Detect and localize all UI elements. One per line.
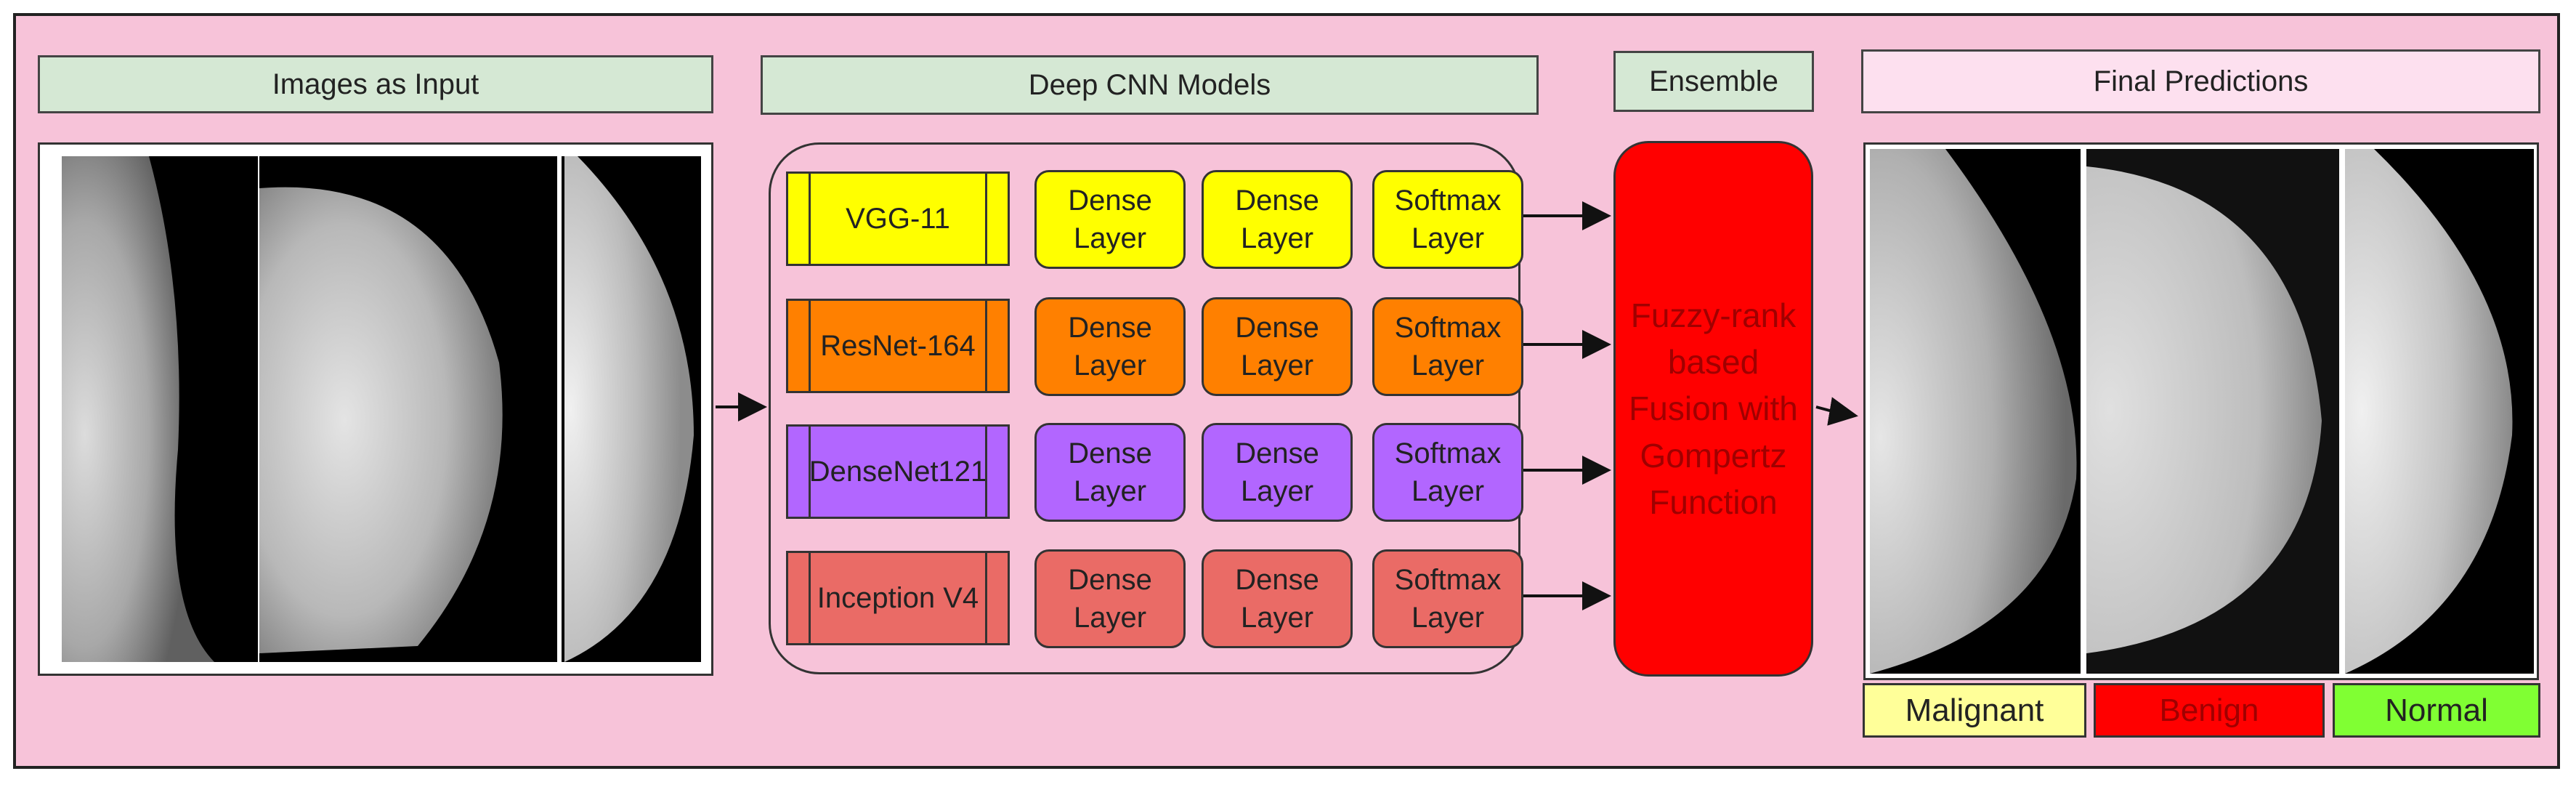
softmax-layer: Softmax Layer bbox=[1372, 549, 1523, 648]
dense-layer-1: Dense Layer bbox=[1034, 170, 1186, 269]
header-deep-cnn-models: Deep CNN Models bbox=[761, 55, 1539, 115]
softmax-layer: Softmax Layer bbox=[1372, 423, 1523, 522]
dense-layer-2: Dense Layer bbox=[1202, 170, 1353, 269]
softmax-layer: Softmax Layer bbox=[1372, 297, 1523, 396]
dense-layer-2: Dense Layer bbox=[1202, 423, 1353, 522]
model-box-densenet121: DenseNet121 bbox=[786, 424, 1010, 519]
input-images-panel bbox=[38, 142, 713, 676]
ensemble-fusion-block: Fuzzy-rank based Fusion with Gompertz Fu… bbox=[1613, 141, 1813, 677]
dense-layer-2: Dense Layer bbox=[1202, 549, 1353, 648]
dense-layer-1: Dense Layer bbox=[1034, 297, 1186, 396]
header-ensemble: Ensemble bbox=[1613, 51, 1814, 112]
dense-layer-1: Dense Layer bbox=[1034, 549, 1186, 648]
model-box-vgg11: VGG-11 bbox=[786, 171, 1010, 266]
dense-layer-2: Dense Layer bbox=[1202, 297, 1353, 396]
softmax-layer: Softmax Layer bbox=[1372, 170, 1523, 269]
prediction-images-panel bbox=[1863, 142, 2539, 680]
dense-layer-1: Dense Layer bbox=[1034, 423, 1186, 522]
model-name: ResNet-164 bbox=[820, 329, 976, 362]
model-box-inception-v4: Inception V4 bbox=[786, 551, 1010, 645]
model-name: Inception V4 bbox=[817, 581, 979, 614]
prediction-label-malignant: Malignant bbox=[1863, 683, 2086, 738]
input-mammograms-image bbox=[40, 145, 711, 674]
arrow-ensemble-to-predictions bbox=[1815, 397, 1858, 426]
prediction-mammograms-image bbox=[1870, 149, 2534, 674]
model-box-resnet164: ResNet-164 bbox=[786, 299, 1010, 393]
header-images-as-input: Images as Input bbox=[38, 55, 713, 113]
prediction-label-benign: Benign bbox=[2094, 683, 2325, 738]
model-name: VGG-11 bbox=[846, 202, 950, 235]
model-name: DenseNet121 bbox=[809, 455, 987, 488]
header-final-predictions: Final Predictions bbox=[1861, 49, 2540, 113]
cnn-models-container bbox=[769, 142, 1520, 674]
prediction-label-normal: Normal bbox=[2333, 683, 2540, 738]
ensemble-text: Fuzzy-rank based Fusion with Gompertz Fu… bbox=[1629, 296, 1798, 522]
